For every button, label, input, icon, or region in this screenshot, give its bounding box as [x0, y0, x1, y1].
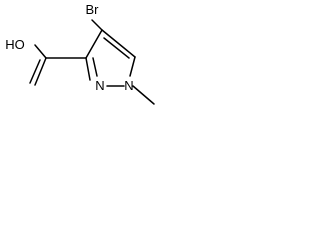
bond-n2-c3-double	[92, 57, 98, 77]
chemical-structure-diagram: Br HO N N	[0, 0, 174, 126]
bond-n2-c3	[85, 57, 91, 81]
bond-carboxyl-o-double	[29, 59, 41, 84]
bond-carboxyl-o	[34, 57, 47, 86]
bond-c3-c4	[85, 29, 103, 59]
atom-label-nitrogen-1: N	[124, 78, 133, 93]
molecule-drawing: Br HO N N	[5, 2, 155, 105]
bond-c4-c5-double	[103, 37, 130, 59]
atom-label-nitrogen-2: N	[95, 78, 104, 93]
bond-c4-c5	[101, 29, 136, 58]
bond-n1-methyl	[132, 85, 155, 105]
atom-label-bromine: Br	[86, 2, 100, 17]
bond-c4-br	[91, 19, 103, 31]
atom-label-hydroxyl: HO	[5, 37, 25, 52]
bond-c5-n1	[129, 56, 136, 77]
bond-carboxyl-oh	[34, 44, 47, 59]
bonds	[29, 19, 155, 105]
